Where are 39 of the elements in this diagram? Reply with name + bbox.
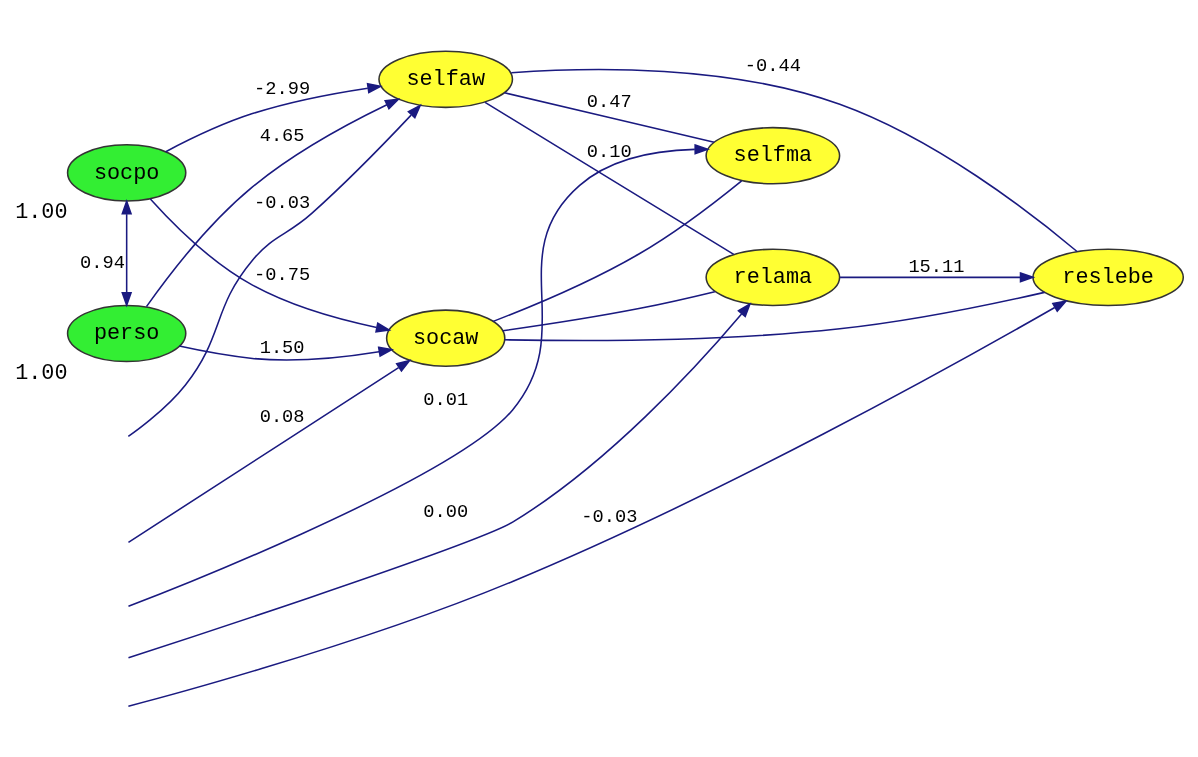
connector bbox=[510, 68, 1078, 252]
connector bbox=[503, 291, 1046, 341]
node-ellipse: selfma bbox=[705, 126, 841, 185]
arrow bbox=[127, 299, 1068, 707]
connector bbox=[484, 101, 735, 255]
node-ellipse: relama bbox=[705, 248, 841, 306]
edge-label: 0.08 bbox=[259, 405, 305, 428]
edge-label: -0.03 bbox=[254, 191, 311, 214]
edge-label: -0.44 bbox=[744, 54, 801, 77]
edge-label: 0.10 bbox=[586, 140, 632, 163]
connector bbox=[492, 179, 743, 322]
edge-label: 0.01 bbox=[423, 388, 469, 411]
arrow bbox=[839, 271, 1036, 283]
edge-label: 0.00 bbox=[423, 500, 469, 523]
node-ellipse: reslebe bbox=[1032, 248, 1185, 306]
arrow bbox=[145, 97, 401, 307]
edge-label: -2.99 bbox=[254, 77, 311, 100]
edge-label: -0.75 bbox=[254, 263, 311, 286]
node-ellipse: socpo bbox=[66, 143, 187, 202]
arrow bbox=[121, 198, 133, 308]
arrow bbox=[149, 197, 392, 333]
connector bbox=[503, 91, 715, 143]
edge-label: -0.03 bbox=[581, 505, 638, 528]
connector bbox=[502, 290, 716, 332]
arrow bbox=[178, 344, 395, 361]
edge-label: 1.50 bbox=[259, 336, 305, 359]
edge-label: 4.65 bbox=[259, 124, 305, 147]
arrow bbox=[127, 301, 752, 659]
arrow bbox=[127, 358, 412, 543]
node-ellipse: perso bbox=[66, 304, 187, 362]
edge-label: 0.94 bbox=[80, 251, 125, 274]
arrow bbox=[127, 143, 711, 607]
node-label: 1.00 bbox=[15, 199, 68, 225]
node-label: 1.00 bbox=[15, 360, 68, 386]
arrow bbox=[165, 82, 383, 152]
edge-label: 0.47 bbox=[586, 90, 632, 113]
arrow bbox=[127, 103, 422, 437]
edge-label: 15.11 bbox=[908, 255, 965, 278]
node-ellipse: socaw bbox=[385, 308, 506, 367]
